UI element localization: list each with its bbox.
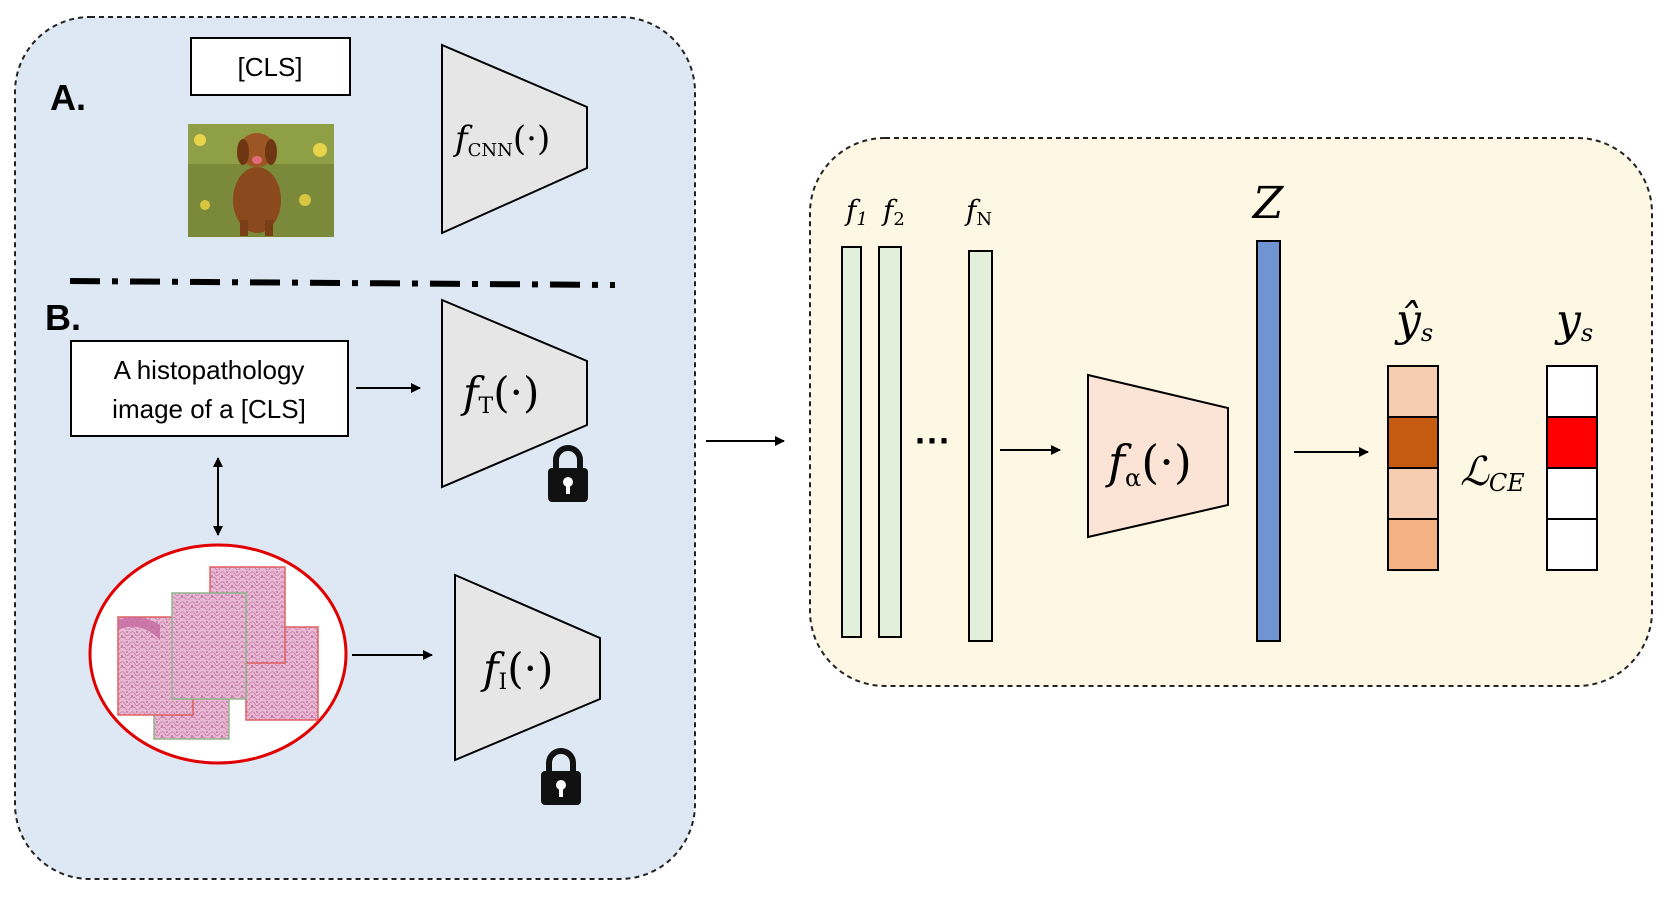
prediction-cell-1 xyxy=(1387,365,1439,418)
target-cell-1 xyxy=(1546,365,1598,418)
feature-bar-n xyxy=(968,250,993,642)
target-cell-3 xyxy=(1546,467,1598,520)
adapter-trapezoid xyxy=(1087,373,1229,539)
prompt-line-2: image of a [CLS] xyxy=(112,394,306,424)
target-vector xyxy=(1546,365,1598,571)
panel-b-label: B. xyxy=(45,297,81,338)
feature-bar-1 xyxy=(841,246,862,638)
feature-ellipsis: ··· xyxy=(915,420,951,461)
z-label: Z xyxy=(1251,178,1285,229)
cnn-encoder-label: fCNN(·) xyxy=(452,119,550,161)
panel-a-label: A. xyxy=(50,77,86,118)
cnn-encoder-trapezoid xyxy=(441,43,588,235)
lock-icon xyxy=(548,445,588,502)
image-encoder-label: fI(·) xyxy=(480,644,553,695)
loss-label: ℒCE xyxy=(1460,449,1525,497)
target-cell-4 xyxy=(1546,518,1598,571)
cls-box-text: [CLS] xyxy=(237,52,302,82)
feature-bar-2 xyxy=(878,246,902,638)
lock-icon xyxy=(541,748,581,805)
cls-box xyxy=(190,37,351,96)
prediction-cell-3 xyxy=(1387,467,1439,520)
dog-photo xyxy=(188,124,334,237)
prediction-cell-4 xyxy=(1387,518,1439,571)
image-encoder-trapezoid xyxy=(454,573,601,762)
prompt-text-box xyxy=(70,340,349,437)
y-label: ys xyxy=(1554,295,1593,347)
prediction-vector xyxy=(1387,365,1439,571)
histology-patches xyxy=(88,543,348,765)
right-panel xyxy=(809,137,1653,687)
y-hat-label: ŷs xyxy=(1394,295,1433,347)
text-encoder-label: fT(·) xyxy=(460,368,539,419)
z-bar xyxy=(1256,240,1281,642)
adapter-label: fα(·) xyxy=(1105,435,1192,492)
prompt-line-1: A histopathology xyxy=(114,355,305,385)
left-panel xyxy=(14,16,696,880)
prediction-cell-2 xyxy=(1387,416,1439,469)
text-encoder-trapezoid xyxy=(441,298,588,489)
target-cell-2 xyxy=(1546,416,1598,469)
